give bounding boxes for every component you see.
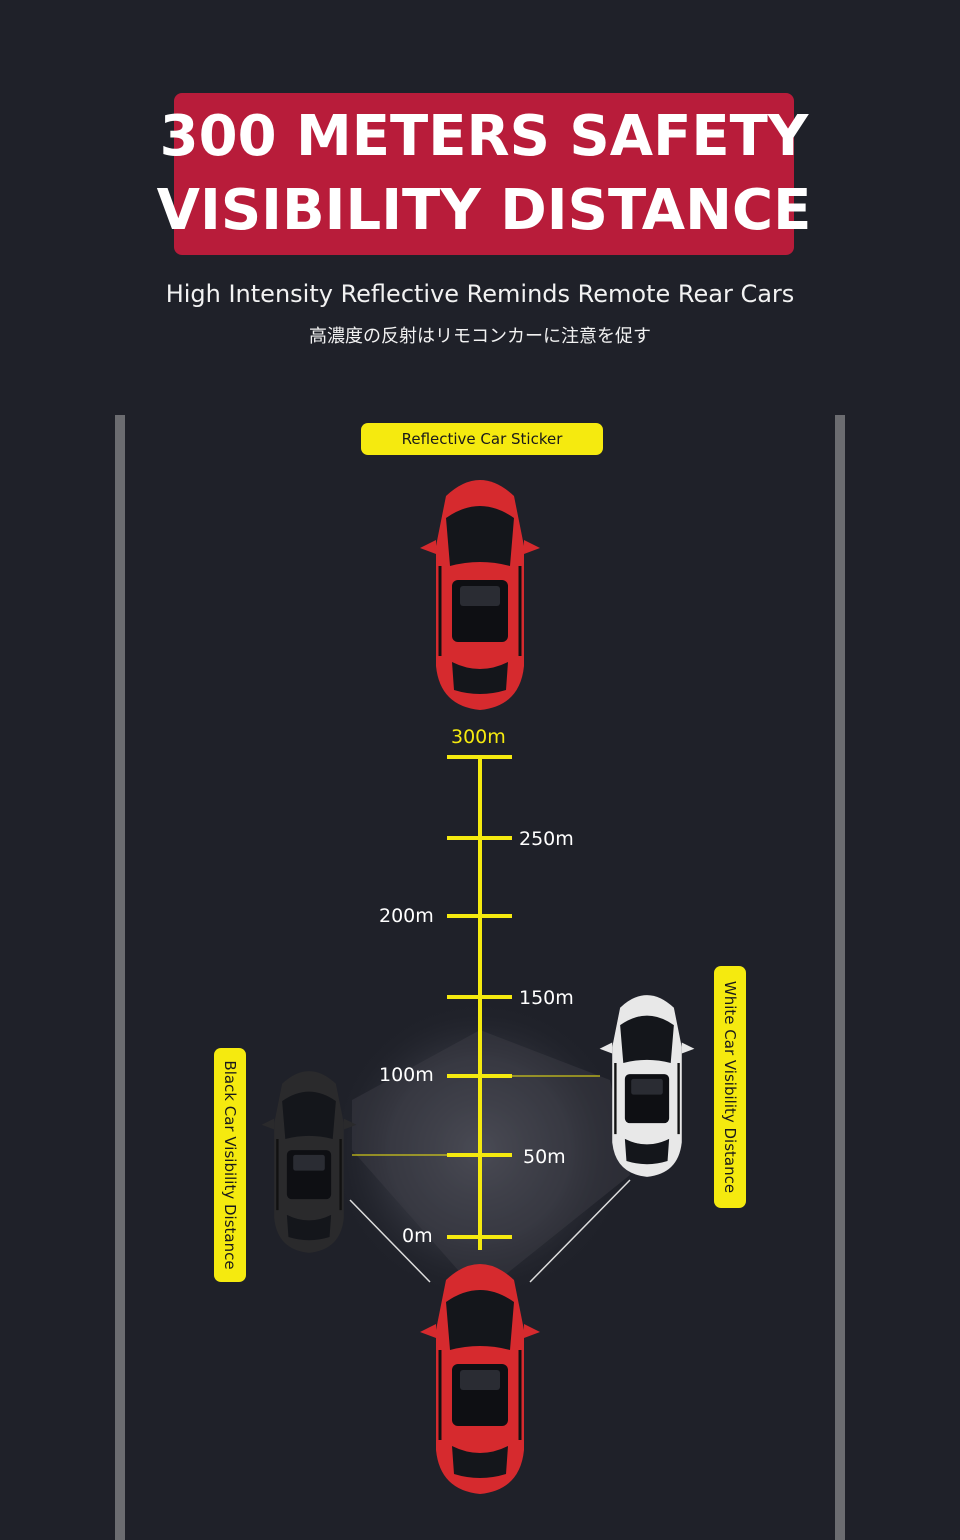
title-line-2: VISIBILITY DISTANCE bbox=[156, 178, 812, 243]
black-car-beam bbox=[349, 1199, 431, 1283]
tick-label-100m: 100m bbox=[379, 1064, 434, 1086]
ruler-ticks bbox=[447, 755, 512, 1239]
tick-label-50m: 50m bbox=[523, 1146, 566, 1168]
subtitle: High Intensity Reflective Reminds Remote… bbox=[165, 280, 795, 308]
white-car-icon bbox=[598, 993, 696, 1179]
lane-line-right bbox=[835, 415, 845, 1540]
black-car-label-text: Black Car Visibility Distance bbox=[221, 1060, 239, 1270]
red-car-front-icon bbox=[418, 478, 542, 712]
tick-label-150m: 150m bbox=[519, 987, 574, 1009]
tick-label-300m: 300m bbox=[451, 726, 506, 748]
white-car-label-text: White Car Visibility Distance bbox=[721, 980, 739, 1194]
tick-label-250m: 250m bbox=[519, 828, 574, 850]
title-banner: 300 METERS SAFETY VISIBILITY DISTANCE bbox=[157, 93, 811, 255]
white-car-beam bbox=[529, 1179, 631, 1283]
subtitle-japanese: 高濃度の反射はリモコンカーに注意を促す bbox=[309, 326, 651, 347]
reflective-sticker-label: Reflective Car Sticker bbox=[361, 423, 603, 455]
black-car-icon bbox=[260, 1069, 358, 1255]
red-car-rear-icon bbox=[418, 1262, 542, 1496]
title-line-1: 300 METERS SAFETY bbox=[159, 104, 809, 169]
black-car-label: Black Car Visibility Distance bbox=[214, 1048, 246, 1282]
tick-label-200m: 200m bbox=[379, 905, 434, 927]
lane-line-left bbox=[115, 415, 125, 1540]
tick-label-0m: 0m bbox=[402, 1225, 433, 1247]
white-car-label: White Car Visibility Distance bbox=[714, 966, 746, 1208]
